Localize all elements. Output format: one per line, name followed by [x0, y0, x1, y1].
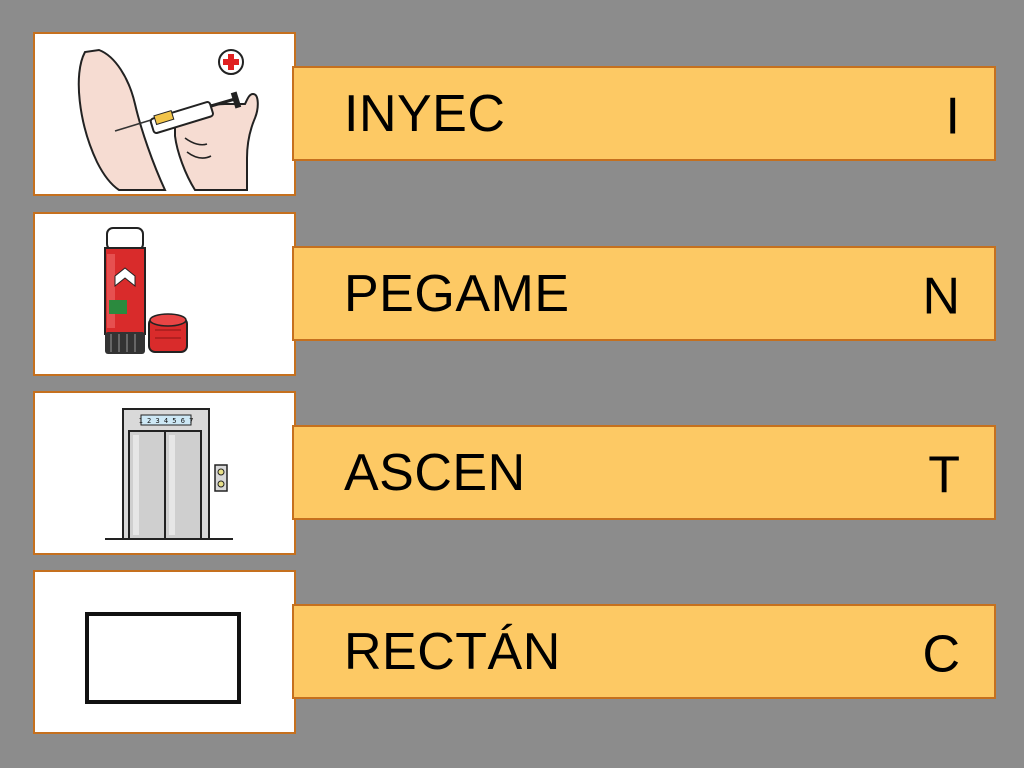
letter-label: I	[945, 86, 960, 145]
injection-icon	[77, 48, 259, 191]
rectangle-icon	[85, 612, 241, 704]
picture-card-3[interactable]: 1 2 3 4 5 6 7	[33, 391, 296, 555]
picture-card-2[interactable]	[33, 212, 296, 376]
word-bar-1: INYEC I	[292, 66, 996, 161]
word-label: PEGAME	[344, 264, 570, 323]
word-row-3: 1 2 3 4 5 6 7 ASCEN T	[0, 391, 1024, 559]
word-row-2: PEGAME N	[0, 212, 1024, 380]
glue-stick-icon	[104, 227, 188, 354]
word-label: RECTÁN	[344, 622, 561, 681]
word-bar-2: PEGAME N	[292, 246, 996, 341]
word-label: INYEC	[344, 84, 506, 143]
word-row-4: RECTÁN C	[0, 570, 1024, 738]
word-row-1: INYEC I	[0, 32, 1024, 200]
letter-label: C	[922, 624, 960, 683]
elevator-icon: 1 2 3 4 5 6 7	[105, 408, 233, 540]
letter-label: N	[922, 266, 960, 325]
picture-card-4[interactable]	[33, 570, 296, 734]
word-bar-4: RECTÁN C	[292, 604, 996, 699]
letter-label: T	[928, 445, 960, 504]
picture-card-1[interactable]	[33, 32, 296, 196]
word-bar-3: ASCEN T	[292, 425, 996, 520]
word-label: ASCEN	[344, 443, 526, 502]
floor-display: 1 2 3 4 5 6 7	[139, 417, 194, 425]
